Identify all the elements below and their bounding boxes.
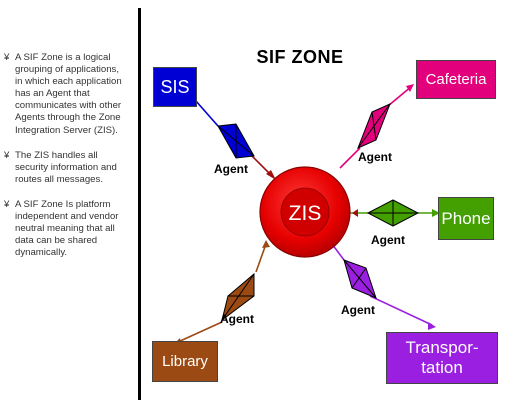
arrowhead-cafeteria	[406, 84, 414, 92]
bullet-text: A SIF Zone is a logical grouping of appl…	[15, 52, 122, 136]
agent-diamond-library	[221, 272, 255, 322]
bullet-text: A SIF Zone Is platform independent and v…	[15, 198, 119, 259]
node-phone: Phone	[438, 197, 494, 240]
node-sis-label: SIS	[160, 76, 190, 97]
arrowhead-phone-zis	[352, 209, 358, 217]
connector-cafeteria	[387, 85, 413, 107]
bullet-mark: ¥	[4, 198, 10, 210]
node-cafeteria: Cafeteria	[416, 60, 496, 99]
agent-diamond-phone	[366, 199, 420, 227]
node-library: Library	[152, 341, 218, 382]
bullet-mark: ¥	[4, 149, 10, 161]
arrowhead-phone	[432, 209, 440, 217]
connector-cafeteria-zis	[339, 147, 361, 169]
node-transportation: Transpor- tation	[386, 332, 498, 384]
zis-hub-inner	[280, 187, 330, 237]
arrowhead-transport	[428, 322, 436, 330]
node-phone-label: Phone	[441, 208, 491, 228]
agent-label-cafeteria: Agent	[358, 150, 392, 164]
diagram-title: SIF ZONE	[256, 47, 344, 67]
agent-diamond-transport	[343, 259, 377, 299]
bullet-mark: ¥	[4, 52, 10, 63]
arrowhead-sis	[266, 170, 276, 180]
connector-library	[177, 321, 223, 343]
vertical-divider	[138, 8, 141, 400]
agent-label-library: Agent	[220, 312, 254, 326]
agent-label-phone: Agent	[371, 233, 405, 247]
zis-label: ZIS	[289, 202, 322, 225]
bullet-item: ¥ A SIF Zone Is platform independent and…	[4, 199, 126, 259]
agent-diamond-sis	[217, 123, 255, 159]
arrowhead-library-zis	[262, 240, 270, 248]
node-sis: SIS	[153, 67, 197, 107]
connector-transport	[369, 295, 433, 326]
agent-diamond-cafeteria	[357, 103, 391, 149]
bullet-item: ¥ The ZIS handles all security informati…	[4, 150, 126, 186]
node-library-label: Library	[162, 353, 208, 370]
bullet-item: ¥ A SIF Zone is a logical grouping of ap…	[4, 52, 126, 137]
node-transportation-label: Transpor- tation	[405, 338, 479, 377]
connector-library-zis	[255, 243, 267, 273]
agent-label-transport: Agent	[341, 303, 375, 317]
agent-label-sis: Agent	[214, 162, 248, 176]
bullet-text: The ZIS handles all security information…	[15, 149, 117, 185]
description-panel: ¥ A SIF Zone is a logical grouping of ap…	[4, 52, 126, 272]
node-cafeteria-label: Cafeteria	[425, 71, 487, 88]
